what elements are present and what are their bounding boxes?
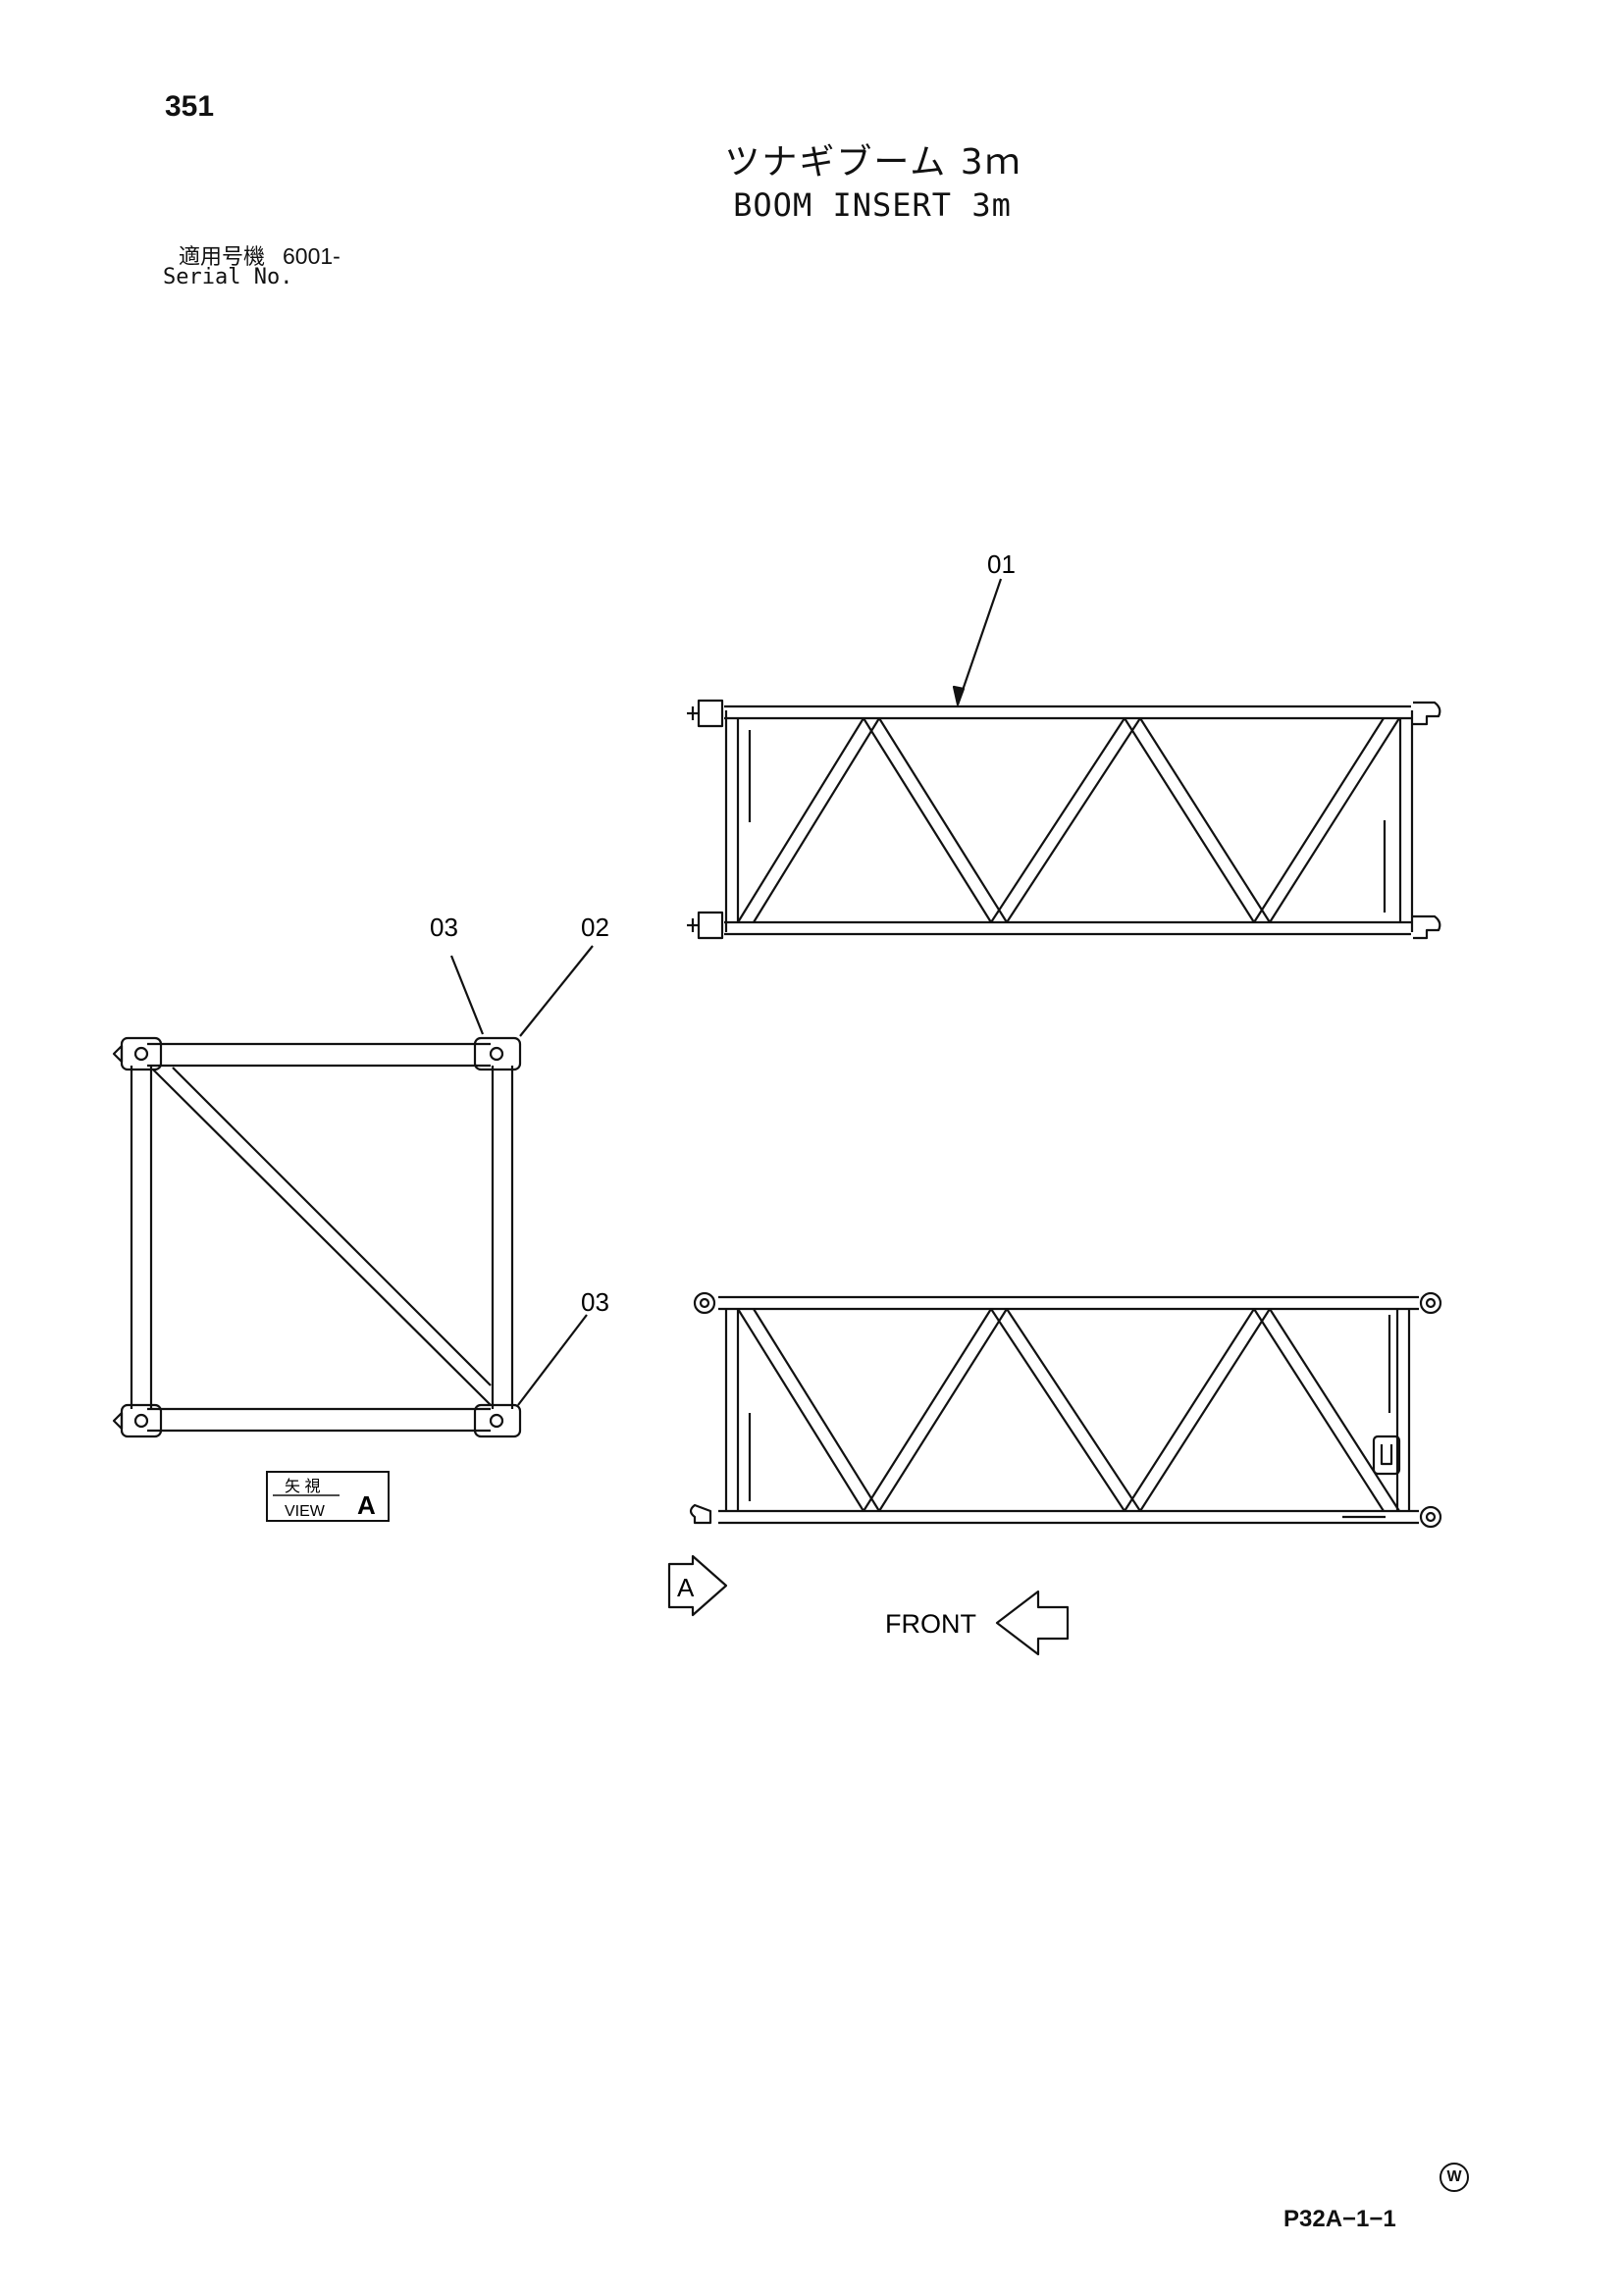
serial-line: 適用号機 6001- <box>179 239 340 271</box>
callout-02: 02 <box>581 913 609 942</box>
page-number: 351 <box>165 90 215 123</box>
title-japanese-text: ツナギブーム 3ｍ <box>724 142 1022 183</box>
boom-top-view <box>687 699 1441 940</box>
view-box-letter: A <box>357 1490 376 1520</box>
front-arrow <box>995 1590 1070 1656</box>
view-box-english: VIEW <box>285 1503 326 1520</box>
serial-label-japanese: 適用号機 <box>179 245 266 270</box>
view-a-arrow <box>667 1554 728 1617</box>
title-english: BOOM INSERT 3m <box>0 186 1623 224</box>
callout-01: 01 <box>987 549 1016 579</box>
callout-03-lower: 03 <box>581 1287 609 1317</box>
title-japanese: ツナギブーム 3ｍ <box>0 133 1623 184</box>
boom-end-view <box>112 1036 522 1438</box>
callout-03-upper: 03 <box>430 913 458 942</box>
front-label: FRONT <box>885 1609 976 1639</box>
view-arrow-letter: A <box>677 1573 695 1602</box>
callout-01-leader <box>956 578 1003 705</box>
callout-03-upper-leader <box>449 955 485 1035</box>
serial-label-english: Serial No. <box>163 265 293 289</box>
w-mark: W <box>1440 2163 1469 2192</box>
boom-side-view <box>689 1291 1442 1529</box>
callout-03-lower-leader <box>517 1314 588 1406</box>
view-box-japanese: 矢 視 <box>285 1478 320 1495</box>
callout-02-leader <box>519 945 594 1037</box>
callout-01-arrowhead <box>952 685 966 706</box>
view-a-label-box: 矢 視 VIEW A <box>266 1471 390 1522</box>
serial-value: 6001- <box>283 243 340 269</box>
part-code: P32A−1−1 <box>1283 2206 1396 2232</box>
title-english-text: BOOM INSERT 3m <box>733 186 1012 224</box>
